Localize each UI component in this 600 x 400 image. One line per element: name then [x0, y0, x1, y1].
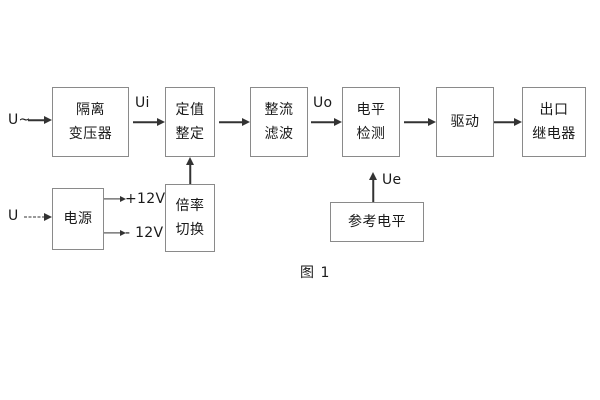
block-level-detection: 电平 检测 — [342, 87, 400, 157]
arrow-power-supply-plus-12v — [104, 194, 126, 204]
input-ac-label: U~ — [8, 112, 31, 128]
block-reference-level: 参考电平 — [330, 202, 424, 242]
block-drive-line-1: 驱动 — [450, 113, 480, 130]
block-rectify-filter-line-2: 滤波 — [264, 126, 294, 142]
arrow-input-dc-to-power-supply — [24, 211, 52, 223]
block-drive: 驱动 — [436, 87, 494, 157]
block-multiplier-switch-line-2: 切换 — [175, 222, 205, 238]
block-reference-level-line-1: 参考电平 — [348, 213, 406, 230]
block-setting-value: 定值 整定 — [165, 87, 215, 157]
block-isolation-transformer: 隔离 变压器 — [52, 87, 129, 157]
arrow-level-detection-to-drive — [404, 116, 436, 128]
arrow-setting-value-to-rectify-filter — [219, 116, 250, 128]
input-dc-label: U — [8, 208, 19, 224]
block-power-supply-line-1: 电源 — [63, 210, 93, 227]
arrow-multiplier-switch-to-setting-value — [184, 157, 196, 184]
block-isolation-transformer-line-2: 变压器 — [68, 126, 113, 142]
arrow-input-ac-to-isolation-transformer — [28, 114, 52, 126]
arrow-rectify-filter-to-level-detection — [311, 116, 342, 128]
block-isolation-transformer-line-1: 隔离 — [76, 101, 105, 118]
output-plus-12v-label: +12V — [125, 191, 166, 207]
arrow-isolation-transformer-to-setting-value — [133, 116, 165, 128]
block-output-relay: 出口 继电器 — [522, 87, 586, 157]
signal-uo-label: Uo — [313, 95, 333, 111]
block-level-detection-line-2: 检测 — [356, 126, 386, 142]
signal-ui-label: Ui — [135, 95, 150, 111]
arrow-reference-level-to-level-detection — [367, 172, 379, 202]
block-level-detection-line-1: 电平 — [356, 101, 386, 118]
signal-ue-label: Ue — [382, 172, 402, 188]
block-setting-value-line-1: 定值 — [175, 101, 205, 118]
block-output-relay-line-1: 出口 — [539, 101, 569, 118]
output-minus-12v-label: - 12V — [125, 225, 164, 241]
arrow-power-supply-minus-12v — [104, 228, 126, 238]
block-multiplier-switch: 倍率 切换 — [165, 184, 215, 252]
block-output-relay-line-2: 继电器 — [532, 126, 576, 142]
block-power-supply: 电源 — [52, 188, 104, 250]
block-multiplier-switch-line-1: 倍率 — [175, 197, 205, 214]
figure-caption: 图 1 — [300, 265, 331, 281]
block-rectify-filter: 整流 滤波 — [250, 87, 308, 157]
block-rectify-filter-line-1: 整流 — [264, 101, 294, 118]
block-setting-value-line-2: 整定 — [175, 126, 205, 142]
arrow-drive-to-output-relay — [494, 116, 522, 128]
